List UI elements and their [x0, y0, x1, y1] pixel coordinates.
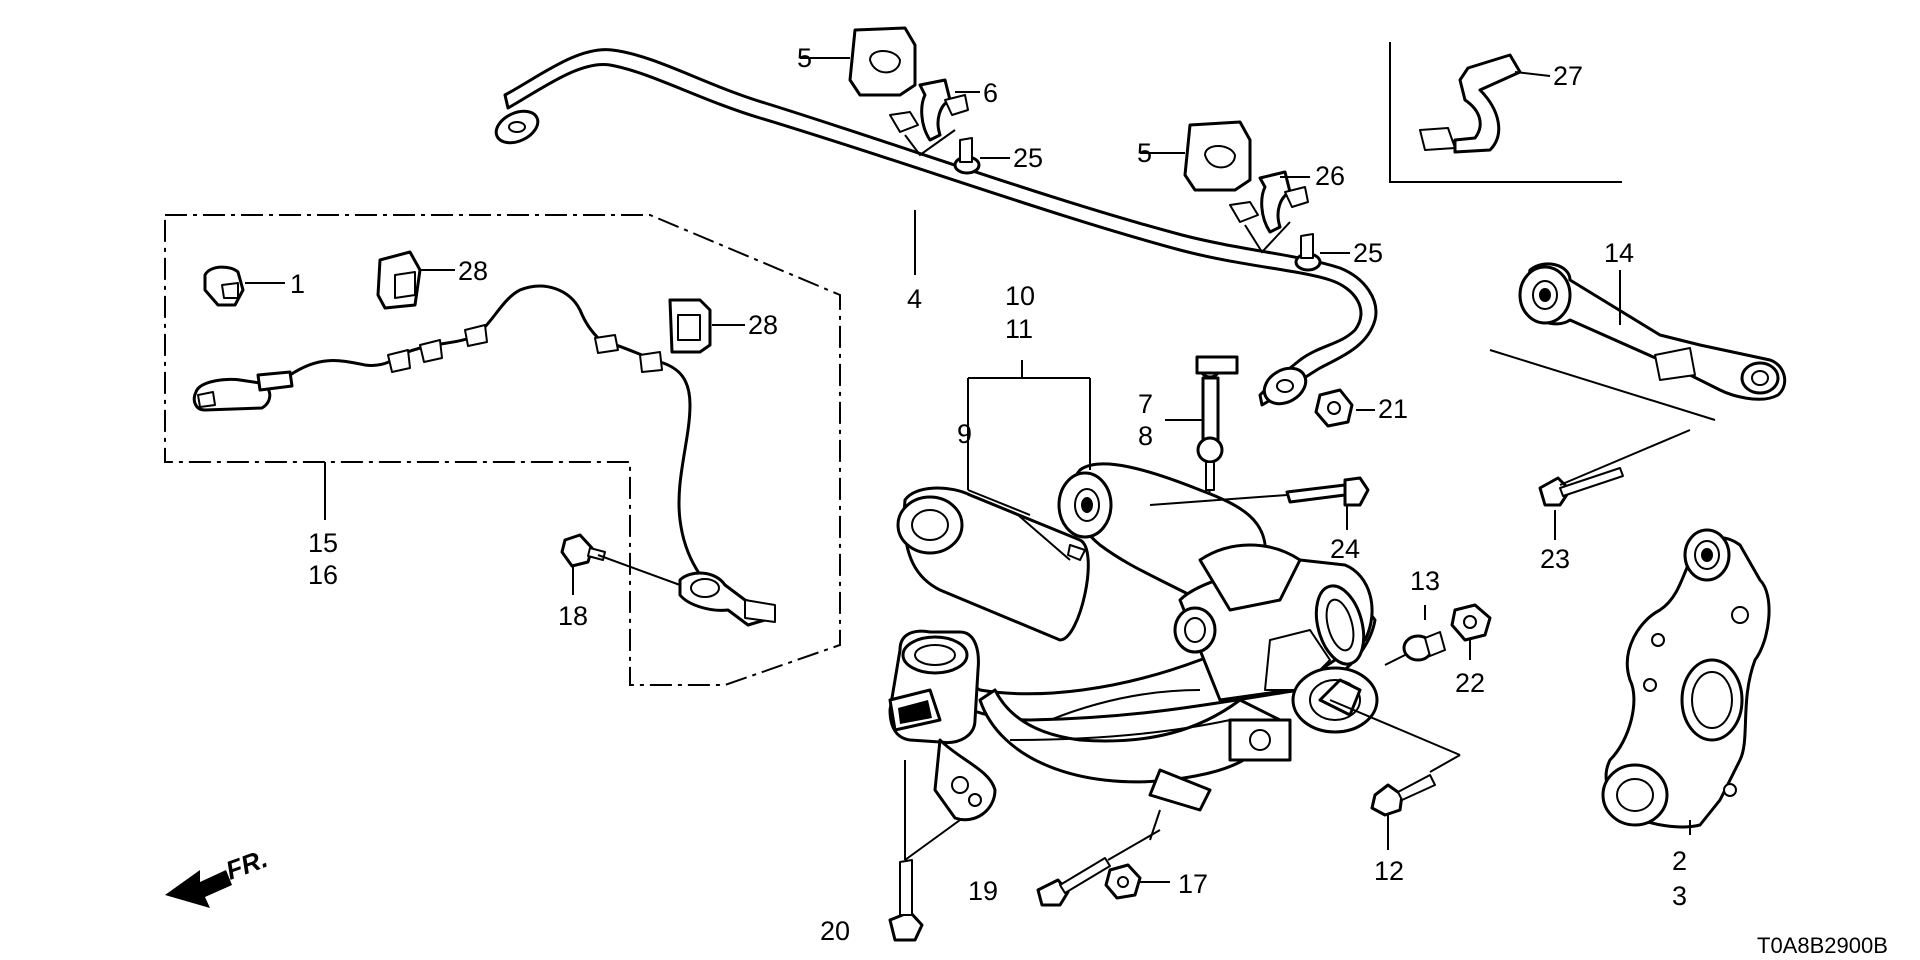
callout-9: 9 [957, 419, 972, 449]
diagram-code: T0A8B2900B [1757, 933, 1888, 958]
callout-2: 2 [1672, 846, 1687, 876]
upper-arm-rear [896, 486, 1090, 642]
callout-6: 6 [983, 78, 998, 108]
callout-8: 8 [1138, 421, 1153, 451]
callout-13: 13 [1410, 566, 1440, 596]
stabilizer-bar [494, 48, 1378, 407]
bushing-holder-lower [1229, 170, 1310, 254]
callout-1: 1 [290, 269, 305, 299]
flange-bolt-18 [560, 533, 681, 595]
trailing-arm-bushing [888, 629, 997, 822]
callout-3: 3 [1672, 881, 1687, 911]
callout-26: 26 [1315, 161, 1345, 191]
callout-labels: 1 2 3 4 5 5 6 7 8 9 10 11 12 13 14 15 16… [290, 43, 1687, 946]
flange-bolt-19 [1036, 829, 1161, 907]
callout-15: 15 [308, 528, 338, 558]
callout-11: 11 [1005, 314, 1033, 344]
lower-arm [898, 543, 1379, 812]
flange-bolt-24 [1149, 476, 1370, 530]
flange-bolt-25-upper [953, 137, 1010, 175]
sensor-clip-28-a [376, 250, 455, 310]
lateral-rod-14 [1489, 262, 1787, 421]
rear-knuckle [1601, 528, 1771, 835]
callout-17: 17 [1178, 869, 1208, 899]
adjusting-cam-13 [1384, 605, 1446, 666]
callout-22: 22 [1455, 668, 1485, 698]
callout-12: 12 [1374, 856, 1404, 886]
callout-25-upper: 25 [1013, 143, 1043, 173]
upper-arm-leader [967, 360, 1091, 516]
callout-18: 18 [558, 601, 588, 631]
callout-5-lower: 5 [1137, 138, 1152, 168]
stabilizer-bushing-lower [1140, 120, 1252, 192]
callout-21: 21 [1378, 394, 1408, 424]
wheel-speed-sensor-group [164, 214, 841, 686]
callout-4: 4 [907, 284, 922, 314]
callout-7: 7 [1138, 389, 1153, 419]
front-direction-arrow: FR. [165, 843, 271, 908]
callout-10: 10 [1005, 281, 1035, 311]
callout-19: 19 [968, 876, 998, 906]
stabilizer-link [1165, 355, 1239, 521]
fr-label: FR. [222, 843, 272, 886]
callout-25-lower: 25 [1353, 238, 1383, 268]
callout-28-a: 28 [458, 256, 488, 286]
flange-nut-17 [1104, 809, 1170, 900]
callout-27: 27 [1553, 61, 1583, 91]
callout-23: 23 [1540, 544, 1570, 574]
sensor-clip-1 [203, 265, 285, 307]
flange-bolt-25-lower [1294, 233, 1350, 272]
flange-bolt-20 [888, 760, 961, 942]
callout-16: 16 [308, 560, 338, 590]
flange-bolt-12 [1329, 699, 1461, 850]
callout-24: 24 [1330, 534, 1360, 564]
bushing-bracket-27 [1389, 42, 1622, 183]
callout-20: 20 [820, 916, 850, 946]
flange-bolt-23 [1538, 429, 1691, 540]
bushing-holder-upper [889, 78, 980, 157]
sensor-clip-28-b [668, 298, 745, 354]
callout-28-b: 28 [748, 310, 778, 340]
callout-14: 14 [1604, 238, 1634, 268]
flange-nut-21 [1314, 388, 1375, 428]
callout-5-upper: 5 [797, 43, 812, 73]
flange-nut-22 [1450, 603, 1492, 660]
stabilizer-bushing-upper [800, 26, 917, 97]
